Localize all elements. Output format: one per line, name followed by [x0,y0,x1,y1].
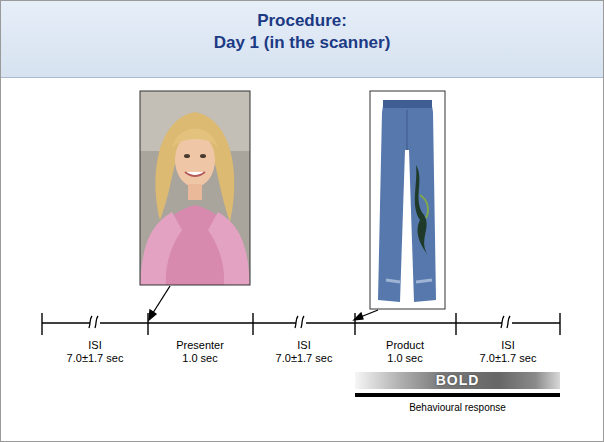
node-text: Behavioural response [355,397,560,414]
node-text: BOLD [355,372,560,389]
timeline-label: ISI [297,339,310,352]
product-photo [370,91,445,309]
timeline [42,313,560,335]
timeline-label: 1.0 sec [182,352,217,365]
signal-bar: BOLD [355,372,560,389]
timeline-label: 7.0±1.7 sec [276,352,333,365]
response-bar: Behavioural response [355,393,560,414]
slide-title: Procedure: Day 1 (in the scanner) [0,10,604,54]
timeline-label: 7.0±1.7 sec [67,352,124,365]
pointer-arrow [149,286,378,320]
timeline-label: Presenter [176,339,224,352]
timeline-label: 7.0±1.7 sec [480,352,537,365]
break-mark [89,316,512,328]
presenter-photo [140,91,250,285]
timeline-label: ISI [501,339,514,352]
timeline-label: ISI [88,339,101,352]
timeline-label: 1.0 sec [387,352,422,365]
timeline-label: Product [386,339,424,352]
